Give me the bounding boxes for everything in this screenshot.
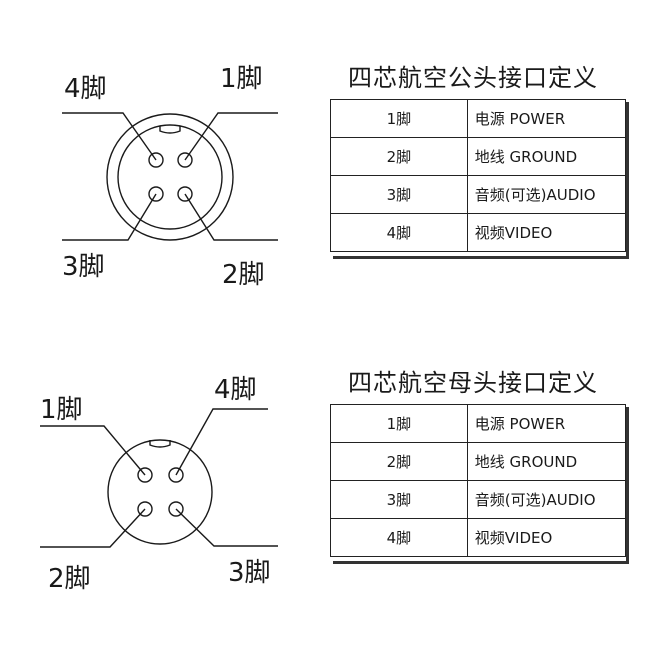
table-row: 1脚 电源 POWER bbox=[330, 404, 627, 443]
male-label-pin4: 4脚 bbox=[64, 74, 107, 104]
pin-cell: 1脚 bbox=[330, 404, 468, 443]
female-leader-2 bbox=[40, 508, 146, 548]
func-cell: 音频(可选)AUDIO bbox=[466, 480, 627, 519]
female-connector bbox=[40, 408, 278, 548]
func-cell: 地线 GROUND bbox=[466, 137, 627, 176]
func-cell: 视频VIDEO bbox=[466, 518, 627, 557]
female-leader-1 bbox=[40, 425, 146, 476]
func-cell: 视频VIDEO bbox=[466, 213, 627, 252]
pin-cell: 2脚 bbox=[330, 137, 468, 176]
female-label-pin3: 3脚 bbox=[228, 558, 271, 588]
female-table-frame: 1脚 电源 POWER 2脚 地线 GROUND 3脚 音频(可选)AUDIO … bbox=[330, 404, 629, 564]
pin-cell: 4脚 bbox=[330, 518, 468, 557]
male-outer-ring bbox=[106, 113, 234, 241]
male-connector bbox=[62, 112, 278, 241]
func-cell: 电源 POWER bbox=[466, 99, 627, 138]
female-definition-table: 1脚 电源 POWER 2脚 地线 GROUND 3脚 音频(可选)AUDIO … bbox=[330, 404, 627, 557]
female-pin-3 bbox=[168, 501, 184, 517]
female-key-notch bbox=[149, 440, 171, 448]
male-label-pin1: 1脚 bbox=[220, 64, 263, 94]
pin-cell: 1脚 bbox=[330, 99, 468, 138]
male-label-pin2: 2脚 bbox=[222, 260, 265, 290]
female-leader-4 bbox=[175, 408, 268, 476]
male-leader-4 bbox=[62, 112, 157, 161]
pin-cell: 4脚 bbox=[330, 213, 468, 252]
female-pin-2 bbox=[137, 501, 153, 517]
table-row: 2脚 地线 GROUND bbox=[330, 442, 627, 481]
male-pin-2 bbox=[177, 186, 193, 202]
male-pin-3 bbox=[148, 186, 164, 202]
male-table-frame: 1脚 电源 POWER 2脚 地线 GROUND 3脚 音频(可选)AUDIO … bbox=[330, 99, 629, 259]
func-cell: 地线 GROUND bbox=[466, 442, 627, 481]
female-label-pin1: 1脚 bbox=[40, 395, 83, 425]
pin-cell: 3脚 bbox=[330, 480, 468, 519]
female-outer-ring bbox=[107, 439, 213, 545]
table-row: 1脚 电源 POWER bbox=[330, 99, 627, 138]
male-label-pin3: 3脚 bbox=[62, 252, 105, 282]
female-pin-4 bbox=[168, 467, 184, 483]
female-pin-1 bbox=[137, 467, 153, 483]
female-leader-3 bbox=[175, 508, 278, 547]
male-key-notch bbox=[159, 126, 181, 134]
table-row: 4脚 视频VIDEO bbox=[330, 213, 627, 252]
male-inner-ring bbox=[117, 124, 223, 230]
male-table-title: 四芯航空公头接口定义 bbox=[348, 64, 598, 92]
table-row: 2脚 地线 GROUND bbox=[330, 137, 627, 176]
male-pin-1 bbox=[177, 152, 193, 168]
female-label-pin2: 2脚 bbox=[48, 564, 91, 594]
func-cell: 电源 POWER bbox=[466, 404, 627, 443]
table-row: 3脚 音频(可选)AUDIO bbox=[330, 480, 627, 519]
pin-cell: 3脚 bbox=[330, 175, 468, 214]
male-leader-1 bbox=[184, 112, 278, 161]
table-row: 3脚 音频(可选)AUDIO bbox=[330, 175, 627, 214]
female-label-pin4: 4脚 bbox=[214, 375, 257, 405]
male-leader-3 bbox=[62, 193, 157, 241]
male-definition-table: 1脚 电源 POWER 2脚 地线 GROUND 3脚 音频(可选)AUDIO … bbox=[330, 99, 627, 252]
func-cell: 音频(可选)AUDIO bbox=[466, 175, 627, 214]
male-pin-4 bbox=[148, 152, 164, 168]
pin-cell: 2脚 bbox=[330, 442, 468, 481]
table-row: 4脚 视频VIDEO bbox=[330, 518, 627, 557]
male-leader-2 bbox=[184, 193, 278, 241]
female-table-title: 四芯航空母头接口定义 bbox=[348, 369, 598, 397]
